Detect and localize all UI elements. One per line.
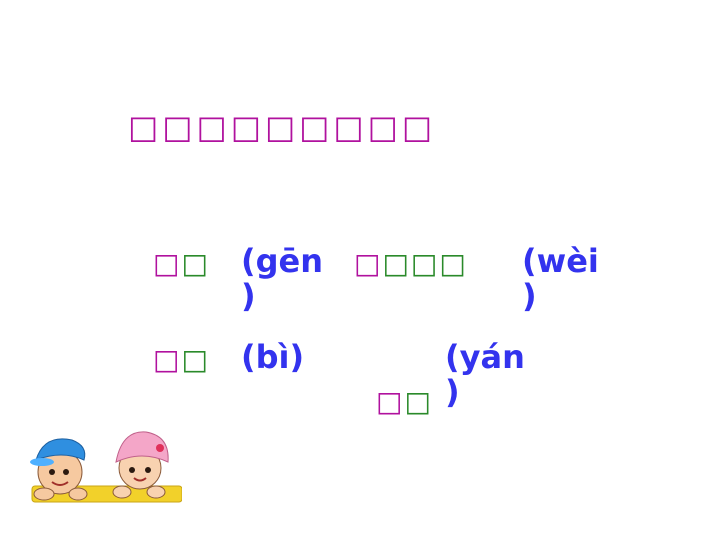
boy-figure bbox=[30, 438, 88, 501]
word-1-pinyin: (gēn ) bbox=[241, 242, 341, 316]
word-1-pinyin-line1: (gēn bbox=[241, 242, 324, 280]
word-2-char-b: □□□ bbox=[382, 247, 468, 280]
word-4-hanzi: □□ bbox=[376, 388, 433, 416]
word-3-pinyin-line1: (bì) bbox=[241, 338, 305, 376]
word-2-hanzi: □□□□ bbox=[354, 250, 468, 278]
word-4-char-b: □ bbox=[404, 385, 433, 418]
word-4-char-a: □ bbox=[376, 385, 405, 418]
word-4-pinyin-line1: (yán bbox=[445, 338, 525, 376]
slide-title: □□□□□□□□□ bbox=[128, 108, 437, 146]
two-kids-cartoon-icon bbox=[30, 431, 182, 503]
girl-figure bbox=[112, 431, 169, 499]
word-2-char-a: □ bbox=[354, 247, 383, 280]
word-3-pinyin: (bì) bbox=[241, 338, 341, 376]
word-2-pinyin-line2: ) bbox=[522, 277, 537, 316]
word-1-pinyin-line2: ) bbox=[241, 277, 256, 316]
word-2-pinyin: (wèi ) bbox=[522, 242, 622, 316]
word-1-hanzi: □□ bbox=[153, 250, 210, 278]
word-1-char-a: □ bbox=[153, 247, 182, 280]
word-3-hanzi: □□ bbox=[153, 346, 210, 374]
word-3-char-b: □ bbox=[181, 343, 210, 376]
word-4-pinyin: (yán ) bbox=[445, 338, 545, 412]
word-2-pinyin-line1: (wèi bbox=[522, 242, 599, 280]
word-1-char-b: □ bbox=[181, 247, 210, 280]
word-4-pinyin-line2: ) bbox=[445, 373, 460, 412]
word-3-char-a: □ bbox=[153, 343, 182, 376]
